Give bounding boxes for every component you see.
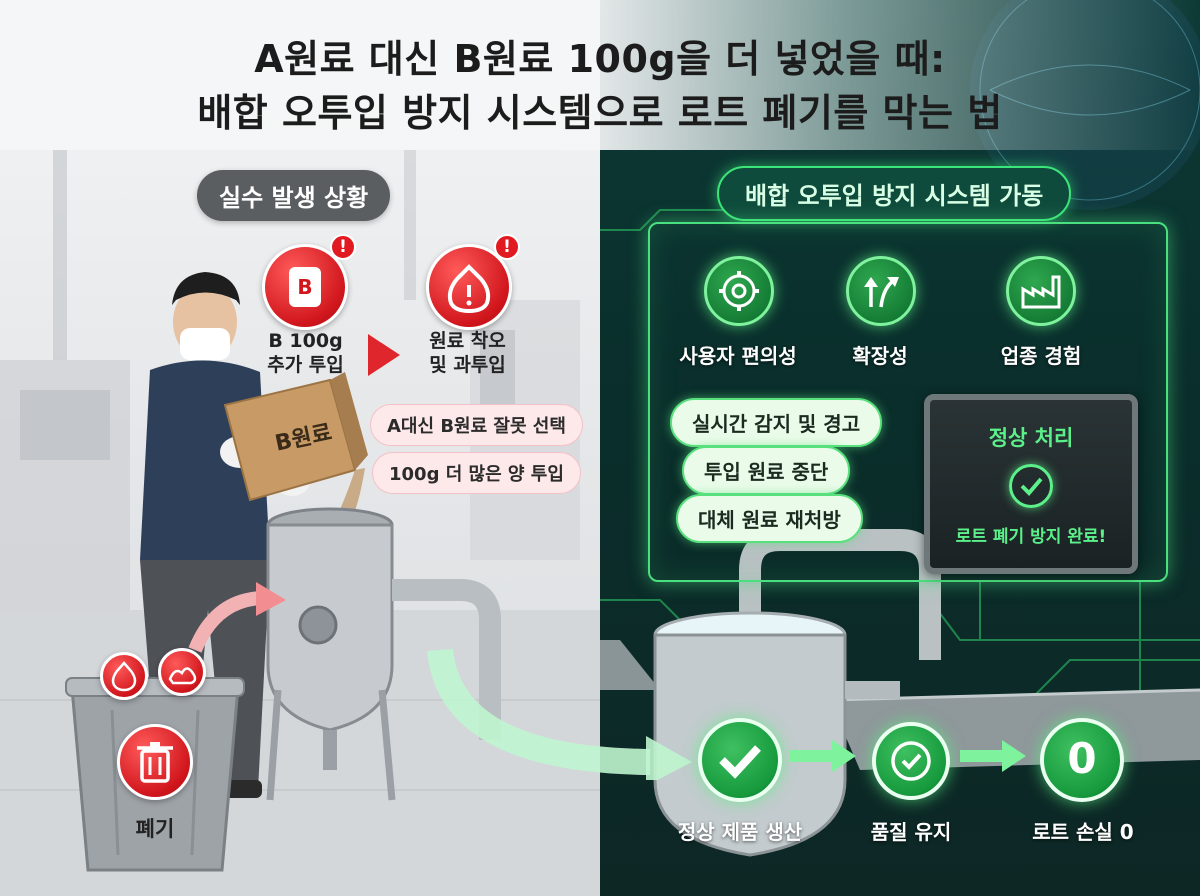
quality-badge-icon — [891, 741, 931, 781]
action-reformulate: 대체 원료 재처방 — [676, 494, 863, 543]
flow-arrow-icon — [427, 648, 692, 780]
status-subtitle: 로트 폐기 방지 완료! — [955, 527, 1107, 547]
title-band — [0, 0, 1200, 150]
result-quality-icon — [872, 722, 950, 800]
right-section-header: 배합 오투입 방지 시스템 가동 — [717, 166, 1072, 221]
discard-label: 폐기 — [135, 817, 175, 841]
waste-bag-icon — [100, 652, 148, 700]
check-icon — [719, 745, 761, 779]
warning-bag-icon — [426, 244, 512, 330]
bag-warning-icon — [111, 661, 137, 692]
result-label-production: 정상 제품 생산 — [677, 820, 803, 844]
gear-wrench-icon — [719, 271, 759, 311]
check-icon — [1020, 477, 1043, 496]
growth-arrows-icon — [864, 277, 899, 308]
mixing-tank-left — [266, 507, 501, 801]
status-panel: 정상 처리 로트 폐기 방지 완료! — [924, 394, 1138, 574]
step2-label-line1: 원료 착오 — [429, 330, 506, 352]
zero-loss-value: 0 — [1067, 734, 1097, 783]
step2-label: 원료 착오 및 과투입 — [405, 330, 530, 378]
b-bag-alert-icon: B — [262, 244, 348, 330]
trash-pile-icon — [168, 667, 197, 685]
feature-label-convenience: 사용자 편의성 — [679, 344, 797, 368]
result-zero-loss-icon: 0 — [1040, 718, 1124, 802]
alert-icon: ! — [494, 234, 520, 260]
page-title-line2: 배합 오투입 방지 시스템으로 로트 폐기를 막는 법 — [197, 91, 1003, 135]
discard-icon — [117, 724, 193, 800]
factory-icon — [1021, 275, 1061, 309]
callout-wrong-material: A대신 B원료 잘못 선택 — [370, 404, 583, 446]
bag-b-icon — [289, 267, 321, 307]
step1-label: B 100g 추가 투입 — [243, 330, 368, 378]
result-label-zero-loss: 로트 손실 0 — [1032, 820, 1134, 844]
step-arrow-icon — [368, 334, 400, 376]
result-label-quality: 품질 유지 — [870, 820, 952, 844]
status-check-icon — [1009, 464, 1053, 508]
feature-convenience-icon — [704, 256, 774, 326]
result-production-icon — [698, 718, 782, 802]
money-bag-warning-icon — [447, 264, 491, 314]
left-section-header: 실수 발생 상황 — [197, 170, 391, 221]
result-arrow-icon — [960, 740, 1026, 772]
callout-overdose: 100g 더 많은 양 투입 — [372, 452, 581, 494]
feature-experience-icon — [1006, 256, 1076, 326]
page-title-line1: A원료 대신 B원료 100g을 더 넣었을 때: — [254, 37, 946, 81]
waste-pile-icon — [158, 648, 206, 696]
result-arrow-icon — [790, 740, 856, 772]
bag-b-icon-text: B — [297, 275, 313, 299]
feature-scalability-icon — [846, 256, 916, 326]
step1-label-line1: B 100g — [268, 330, 343, 352]
system-monitor-frame — [648, 222, 1168, 582]
step1-label-line2: 추가 투입 — [267, 353, 344, 376]
feature-label-scalability: 확장성 — [852, 344, 908, 368]
action-stop-input: 투입 원료 중단 — [682, 446, 851, 495]
trash-can-icon — [137, 742, 173, 783]
alert-icon: ! — [330, 234, 356, 260]
step2-label-line2: 및 과투입 — [429, 353, 506, 376]
feature-label-experience: 업종 경험 — [1000, 344, 1082, 368]
action-realtime-alert: 실시간 감지 및 경고 — [670, 398, 883, 447]
status-title: 정상 처리 — [988, 426, 1074, 450]
